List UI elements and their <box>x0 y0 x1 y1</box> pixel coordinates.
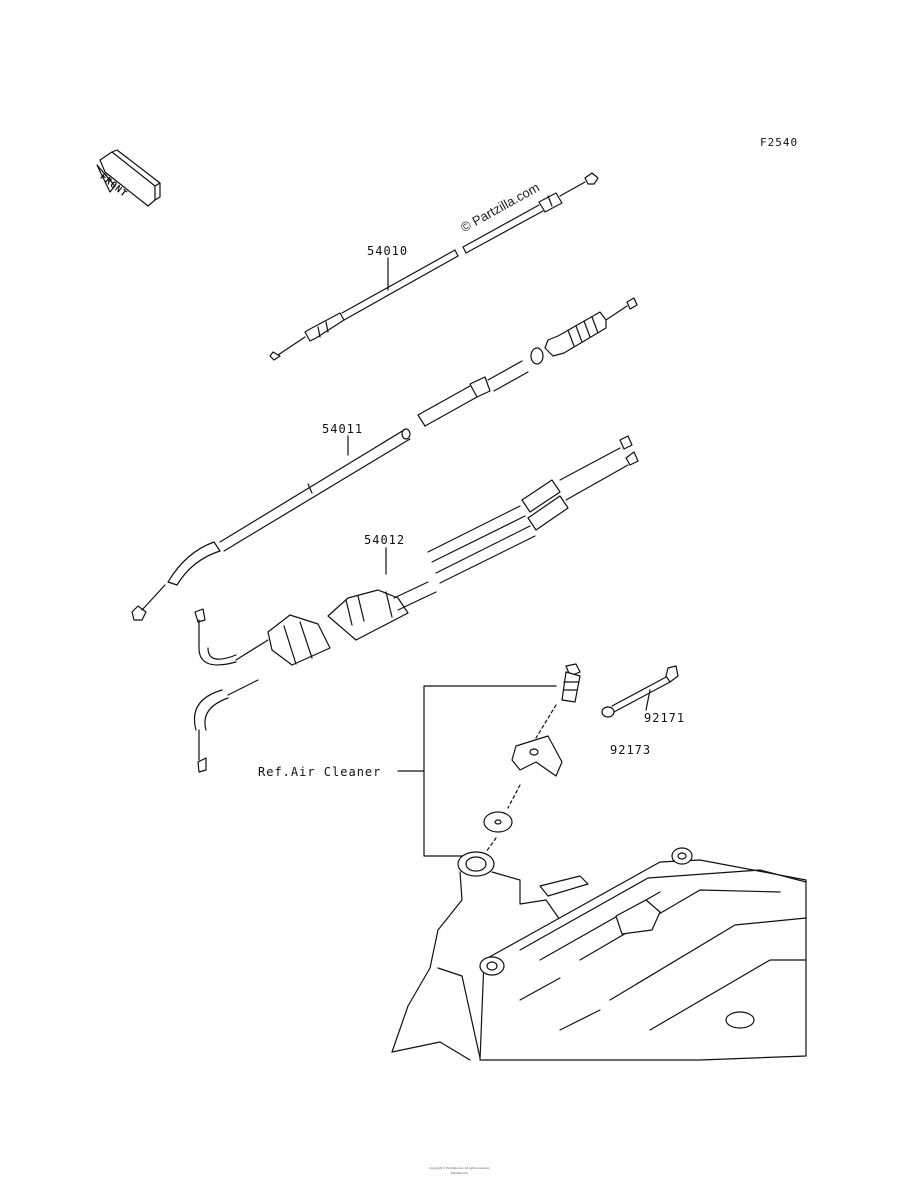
reference-bracket <box>398 686 556 856</box>
figure-code: F2540 <box>760 136 799 149</box>
part-label-92173: 92173 <box>610 743 652 757</box>
front-arrow-icon <box>97 150 160 206</box>
part-label-54012: 54012 <box>364 533 406 547</box>
leader-lines <box>348 258 650 710</box>
cable-54010 <box>270 173 598 360</box>
footer-line: Copyright © Partzilla.com. All rights re… <box>429 1166 490 1170</box>
footer-line: Partzilla.com <box>450 1171 469 1175</box>
cable-54012 <box>194 436 638 772</box>
cable-54011 <box>132 298 637 620</box>
part-label-92171: 92171 <box>644 711 686 725</box>
copyright-footer: Copyright © Partzilla.com. All rights re… <box>352 1166 567 1176</box>
air-cleaner-housing <box>392 848 806 1060</box>
reference-label: Ref.Air Cleaner <box>258 765 382 779</box>
part-92173 <box>484 664 580 852</box>
part-label-54011: 54011 <box>322 422 364 436</box>
part-92171 <box>602 666 678 717</box>
part-label-54010: 54010 <box>367 244 409 258</box>
